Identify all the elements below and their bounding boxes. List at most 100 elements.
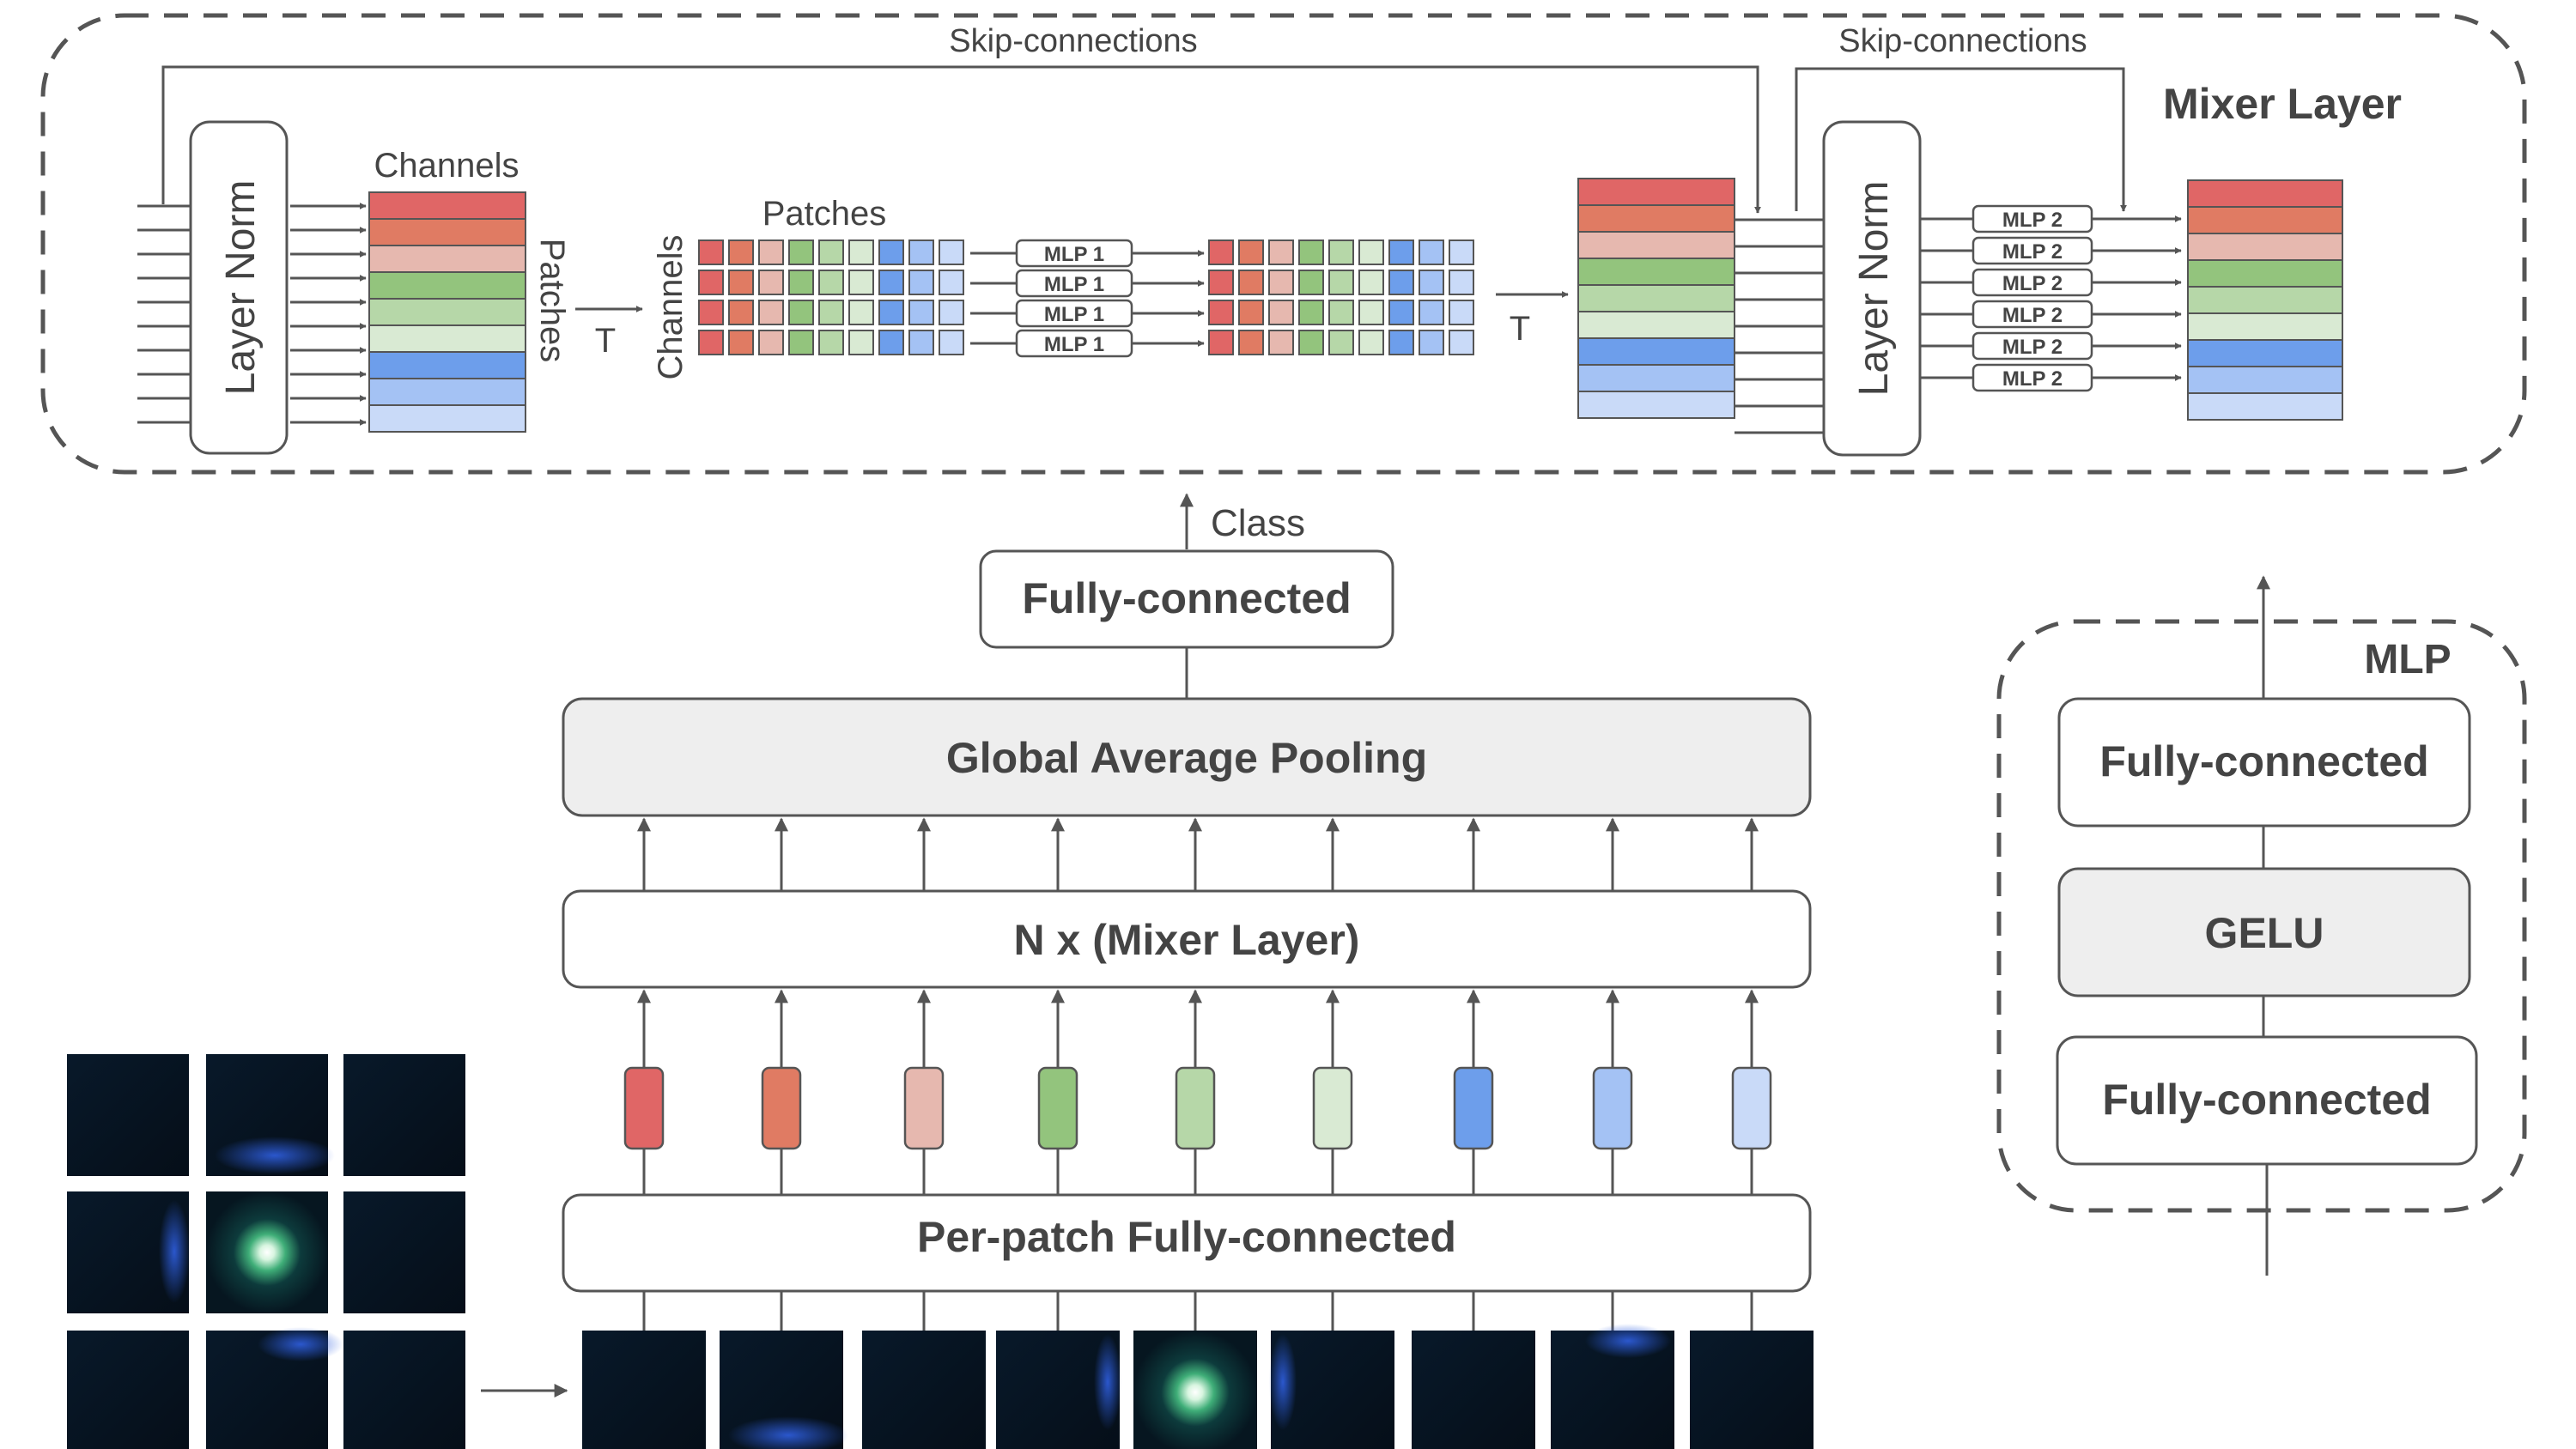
layer-norm-box-1 <box>189 120 289 455</box>
image-patch <box>582 1331 706 1449</box>
image-tile-glow <box>206 1191 328 1313</box>
patch-cell <box>878 300 904 325</box>
patch-cell <box>939 239 964 265</box>
patch-cell <box>1419 239 1444 265</box>
patch-cell <box>908 330 934 355</box>
patch-cell <box>1358 239 1384 265</box>
patch-cell <box>818 239 844 265</box>
channel-row <box>368 245 526 273</box>
patch-tokens <box>623 1066 1772 1195</box>
layer-norm-2-input-lines <box>1735 218 1824 434</box>
channel-row <box>1577 178 1735 206</box>
image-tile <box>343 1191 465 1313</box>
patch-cell <box>1268 330 1294 355</box>
patch-cell <box>1268 270 1294 295</box>
layer-norm-label-1: Layer Norm <box>218 180 264 396</box>
patch-cell <box>1208 300 1234 325</box>
channel-row <box>2187 259 2343 288</box>
mlp1-label: MLP 1 <box>1044 273 1104 296</box>
image-tile <box>343 1054 465 1176</box>
patch-cell <box>788 330 814 355</box>
class-label: Class <box>1211 502 1305 544</box>
channel-row <box>368 324 526 353</box>
patch-cell <box>1419 270 1444 295</box>
channel-row <box>1577 258 1735 286</box>
patch-cell <box>1328 330 1354 355</box>
patch-cell <box>698 270 724 295</box>
image-tile-arc <box>159 1200 190 1303</box>
patch-cell <box>1358 300 1384 325</box>
channel-row <box>368 378 526 406</box>
patch-cell <box>1388 270 1414 295</box>
patch-token <box>623 1066 665 1150</box>
patch-cell <box>1388 330 1414 355</box>
patch-cell <box>818 270 844 295</box>
mlp2-label: MLP 2 <box>2002 304 2063 327</box>
mlp-block-border <box>1996 619 2527 1213</box>
fully-connected-head-label: Fully-connected <box>1022 574 1351 622</box>
patch-cell <box>1358 330 1384 355</box>
patch-cell <box>939 270 964 295</box>
patches-label-top: Patches <box>762 195 887 233</box>
channel-stack-2 <box>1577 178 1735 419</box>
channel-row <box>1577 364 1735 392</box>
mlp-fc-bottom-label: Fully-connected <box>2102 1076 2431 1124</box>
patch-cell <box>1298 239 1324 265</box>
skip-connection-label-1: Skip-connections <box>949 23 1197 59</box>
patch-cell <box>818 330 844 355</box>
transpose-label-2: T <box>1510 310 1530 348</box>
patch-token <box>1037 1066 1078 1150</box>
patch-token <box>1592 1066 1633 1150</box>
patch-cell <box>758 239 784 265</box>
channel-row <box>1577 311 1735 339</box>
patch-cell <box>878 270 904 295</box>
channel-row <box>368 271 526 300</box>
mixer-stack-label: N x (Mixer Layer) <box>1014 916 1360 964</box>
channel-row <box>2187 392 2343 421</box>
channel-row <box>2187 233 2343 261</box>
skip-connection-line-1 <box>161 65 1761 214</box>
skip-connection-line-2 <box>1795 67 2127 212</box>
transpose-label-1: T <box>595 322 616 360</box>
patch-cell <box>1328 239 1354 265</box>
channel-row <box>368 351 526 379</box>
channel-stack-3 <box>2187 179 2343 421</box>
patch-cell <box>878 239 904 265</box>
layer-norm-input-lines <box>137 204 191 424</box>
image-patch <box>1690 1331 1814 1449</box>
patch-token <box>903 1066 945 1150</box>
patch-cell <box>1449 330 1474 355</box>
image-patch <box>1412 1331 1535 1449</box>
patch-cell <box>1419 300 1444 325</box>
channel-row <box>1577 337 1735 366</box>
patch-cell <box>1238 330 1264 355</box>
patch-cell <box>848 270 874 295</box>
gelu-label: GELU <box>2205 909 2324 957</box>
channel-stack-1 <box>368 191 526 433</box>
patch-cell <box>758 330 784 355</box>
channel-row <box>2187 312 2343 341</box>
patch-cell <box>1449 270 1474 295</box>
patches-label-side: Patches <box>533 239 571 363</box>
channel-row <box>1577 391 1735 419</box>
image-patch-glow <box>1133 1331 1257 1449</box>
mlp1-label: MLP 1 <box>1044 333 1104 356</box>
mixer-stack-box <box>562 889 1812 989</box>
image-tile <box>67 1331 189 1449</box>
patch-cell <box>788 239 814 265</box>
patch-cell <box>878 330 904 355</box>
channel-row <box>368 298 526 326</box>
patch-cell <box>758 300 784 325</box>
global-average-pooling-label: Global Average Pooling <box>946 734 1427 782</box>
patch-cell <box>939 300 964 325</box>
mlp2-label: MLP 2 <box>2002 367 2063 391</box>
channel-row <box>2187 339 2343 367</box>
patch-cell <box>848 330 874 355</box>
patch-cell <box>1268 239 1294 265</box>
layer-norm-1-output-arrows <box>290 203 367 426</box>
patch-cell <box>698 300 724 325</box>
patch-token <box>1175 1066 1216 1150</box>
patch-cell <box>1298 330 1324 355</box>
patch-token <box>761 1066 802 1150</box>
patch-cell <box>1208 270 1234 295</box>
